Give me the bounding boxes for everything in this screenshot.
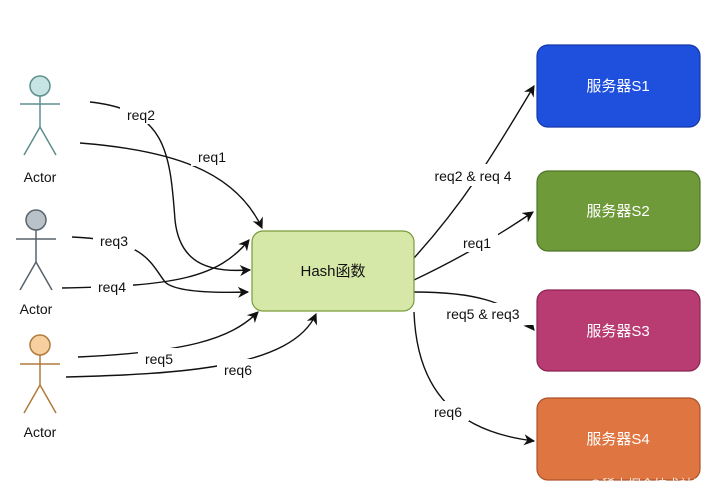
server-s3-label: 服务器S3	[586, 323, 649, 340]
edge-label-req2: req2	[120, 104, 162, 124]
edge-req6	[65, 312, 318, 378]
actor-1: Actor	[20, 75, 60, 185]
edge-label-req3: req3	[93, 230, 135, 250]
actor-2: Actor	[16, 209, 56, 317]
watermark: @稀土掘金技术社区	[588, 478, 706, 493]
actor-3: Actor	[20, 334, 60, 440]
actor-3-head	[29, 334, 51, 356]
actor-1-head	[29, 75, 51, 97]
route-label-s2: req1	[456, 232, 498, 252]
server-s2-label: 服务器S2	[586, 203, 649, 220]
hash-function-label: Hash函数	[300, 263, 365, 280]
svg-text:req3: req3	[100, 233, 128, 249]
server-s2: 服务器S2	[536, 170, 701, 252]
actor-3-label: Actor	[24, 424, 57, 440]
svg-text:req6: req6	[434, 404, 462, 420]
server-s4-box	[536, 397, 701, 481]
svg-text:req1: req1	[198, 149, 226, 165]
actor-2-label: Actor	[20, 301, 53, 317]
server-s3-box	[536, 289, 701, 372]
actor-2-head	[25, 209, 47, 231]
hash-function-box	[251, 230, 415, 312]
server-s1-label: 服务器S1	[586, 78, 649, 95]
svg-text:req6: req6	[224, 362, 252, 378]
edge-label-req5: req5	[138, 348, 180, 368]
edge-to-s4	[413, 311, 536, 446]
server-s4: 服务器S4	[536, 397, 701, 481]
server-s4-label: 服务器S4	[586, 431, 649, 448]
hash-function-node: Hash函数	[251, 230, 415, 312]
route-label-s3: req5 & req3	[432, 303, 534, 325]
svg-text:req4: req4	[98, 279, 126, 295]
route-label-s1: req2 & req 4	[422, 164, 524, 186]
server-s1: 服务器S1	[536, 44, 701, 128]
svg-text:req1: req1	[463, 235, 491, 251]
svg-text:req2 & req 4: req2 & req 4	[434, 168, 511, 184]
actor-1-label: Actor	[24, 169, 57, 185]
svg-text:req2: req2	[127, 107, 155, 123]
server-s2-box	[536, 170, 701, 252]
edge-req1	[79, 142, 263, 230]
server-s3: 服务器S3	[536, 289, 701, 372]
edge-label-req6: req6	[217, 359, 259, 379]
edge-req5	[77, 311, 259, 358]
edge-label-req1: req1	[191, 146, 233, 166]
route-label-s4: req6	[427, 401, 469, 421]
svg-text:req5: req5	[145, 351, 173, 367]
server-s1-box	[536, 44, 701, 128]
edge-label-req4: req4	[91, 276, 133, 296]
edge-req4	[61, 239, 250, 289]
svg-text:req5 & req3: req5 & req3	[446, 306, 519, 322]
